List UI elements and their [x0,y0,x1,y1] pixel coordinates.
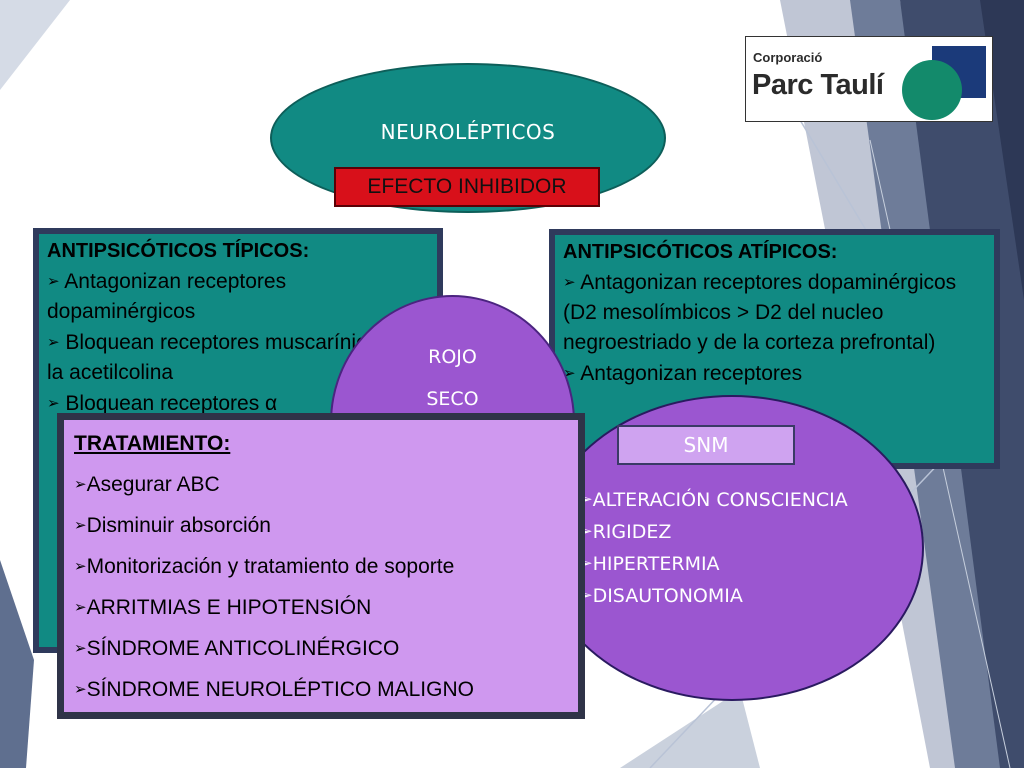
arrow-bullet-icon: ➢ [74,680,87,698]
snm-item: ➢RIGIDEZ [580,521,672,543]
tratamiento-item: ➢Disminuir absorción [74,514,271,537]
rojo-label: ROJO [428,346,477,368]
snm-item: ➢DISAUTONOMIA [580,585,743,607]
atipicos-item: ➢ Antagonizan receptores dopaminérgicos … [563,271,957,354]
tratamiento-box: TRATAMIENTO: ➢Asegurar ABC ➢Disminuir ab… [57,413,585,719]
arrow-bullet-icon: ➢ [74,639,87,657]
tratamiento-item: ➢Asegurar ABC [74,473,220,496]
snm-item: ➢HIPERTERMIA [580,553,720,575]
arrow-bullet-icon: ➢ [563,273,576,291]
snm-symptom-list: ➢ALTERACIÓN CONSCIENCIA ➢RIGIDEZ ➢HIPERT… [580,484,900,612]
arrow-bullet-icon: ➢ [47,394,60,412]
arrow-bullet-icon: ➢ [74,475,87,493]
snm-item: ➢ALTERACIÓN CONSCIENCIA [580,489,848,511]
tipicos-title: ANTIPSICÓTICOS TÍPICOS: [47,240,310,262]
parc-tauli-logo: Corporació Parc Taulí [745,36,993,122]
tipicos-item: ➢ Bloquean receptores α [47,392,278,415]
arrow-bullet-icon: ➢ [47,272,60,290]
tratamiento-item: ➢SÍNDROME NEUROLÉPTICO MALIGNO [74,678,474,701]
neurolepticos-title: NEUROLÉPTICOS [380,120,556,144]
tratamiento-item: ➢SÍNDROME ANTICOLINÉRGICO [74,637,400,660]
seco-label: SECO [426,388,479,410]
tratamiento-title: TRATAMIENTO: [74,432,231,455]
arrow-bullet-icon: ➢ [74,516,87,534]
arrow-bullet-icon: ➢ [74,598,87,616]
arrow-bullet-icon: ➢ [47,333,60,351]
efecto-inhibidor-box: EFECTO INHIBIDOR [334,167,600,207]
snm-badge: SNM [617,425,795,465]
tratamiento-item: ➢Monitorización y tratamiento de soporte [74,555,455,578]
atipicos-title: ANTIPSICÓTICOS ATÍPICOS: [563,241,838,263]
atipicos-item: ➢ Antagonizan receptores [563,362,803,385]
tipicos-item: ➢ Antagonizan receptores dopaminérgicos [47,270,287,323]
arrow-bullet-icon: ➢ [74,557,87,575]
tratamiento-item: ➢ARRITMIAS E HIPOTENSIÓN [74,596,372,619]
logo-mark-icon [902,46,986,120]
tipicos-item: ➢ Bloquean receptores muscarínicos de la… [47,331,418,384]
logo-line2: Parc Taulí [752,69,884,101]
logo-line1: Corporació [753,50,823,65]
